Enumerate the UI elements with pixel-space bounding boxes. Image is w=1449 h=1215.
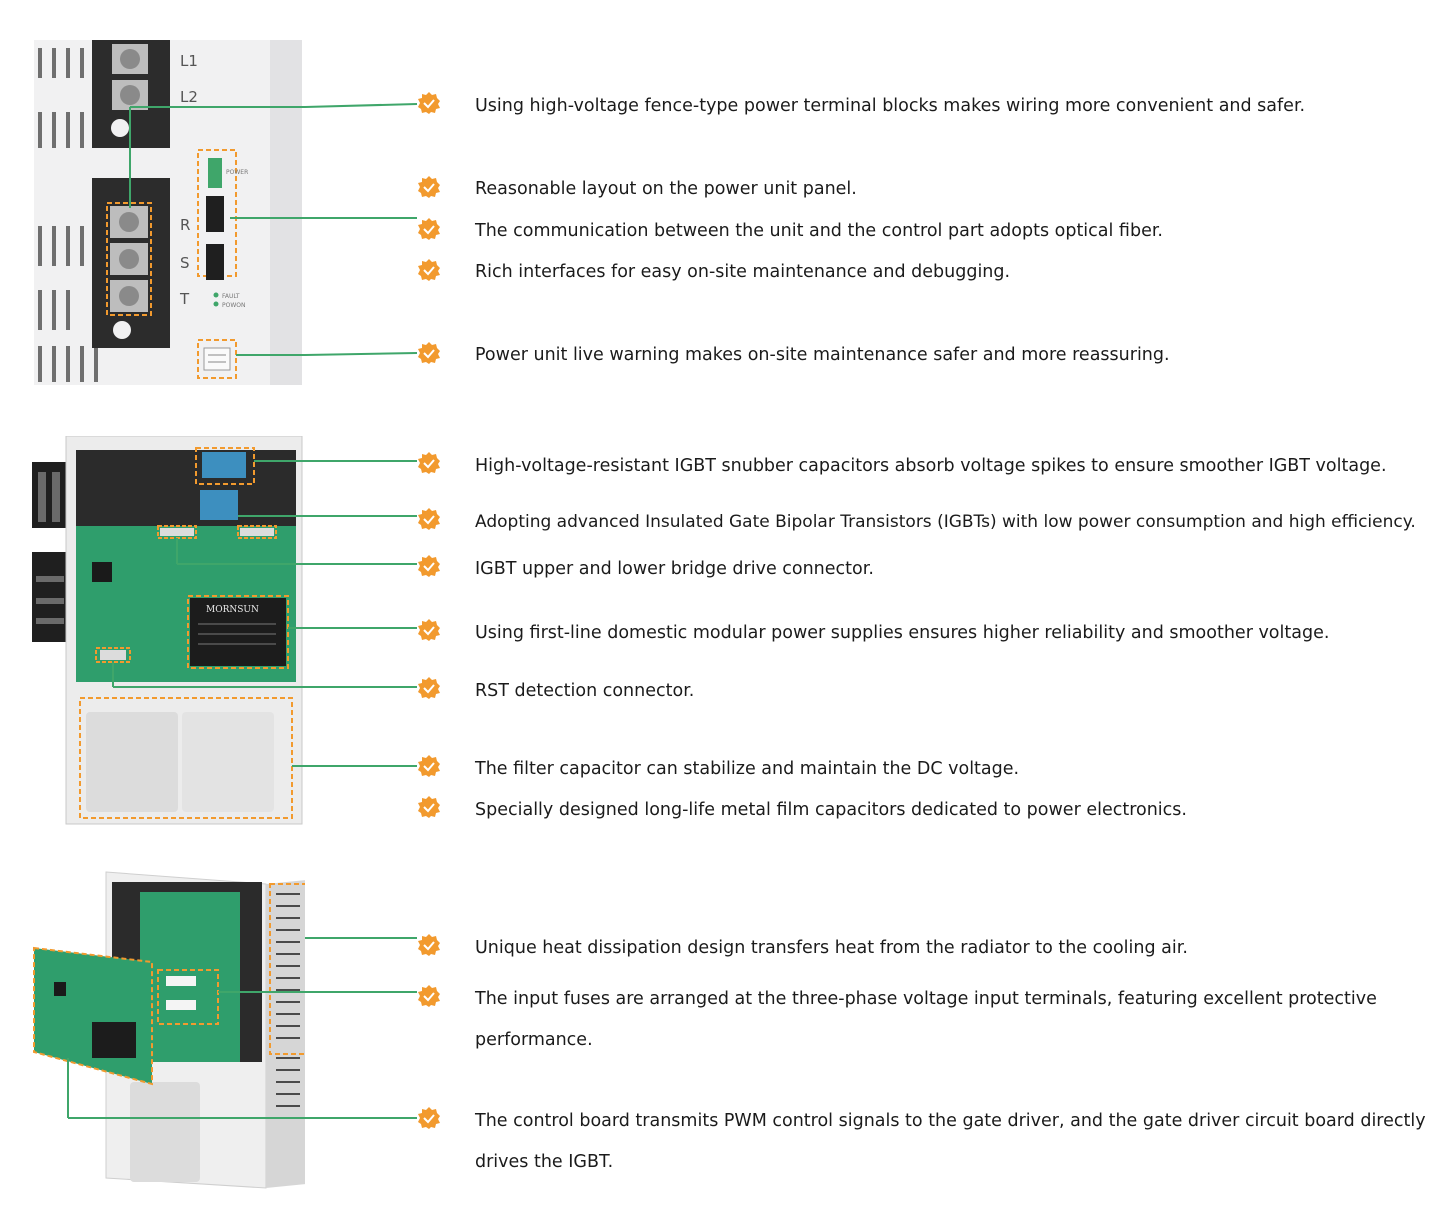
feature-text: Specially designed long-life metal film …	[475, 800, 1187, 820]
leader-lines	[305, 103, 418, 1119]
terminal-label-s: S	[180, 254, 190, 272]
feature-text: IGBT upper and lower bridge drive connec…	[475, 559, 874, 579]
powon-led-label: POWON	[222, 302, 245, 309]
checkmark-badge-icon	[418, 342, 440, 364]
checkmark-badge-icon	[418, 452, 440, 474]
feature-text: Reasonable layout on the power unit pane…	[475, 179, 857, 199]
fault-led-label: FAULT	[222, 293, 240, 300]
checkmark-badge-icon	[418, 934, 440, 956]
feature-text: Using high-voltage fence-type power term…	[475, 96, 1306, 116]
checkmark-badge-icon	[418, 218, 440, 240]
terminal-label-t: T	[179, 290, 190, 308]
feature-text: High-voltage-resistant IGBT snubber capa…	[475, 456, 1387, 476]
feature-text: Rich interfaces for easy on-site mainten…	[475, 262, 1011, 282]
mornsun-brand-label: MORNSUN	[206, 605, 259, 615]
feature-text: RST detection connector.	[475, 681, 695, 701]
feature-text: Unique heat dissipation design transfers…	[475, 938, 1188, 958]
terminal-label-l1: L1	[180, 52, 198, 70]
checkmark-badge-icon	[418, 555, 440, 577]
checkmark-badge-icon	[418, 92, 440, 114]
feature-text: The communication between the unit and t…	[475, 221, 1163, 241]
feature-text: The filter capacitor can stabilize and m…	[475, 759, 1020, 779]
feature-text: Adopting advanced Insulated Gate Bipolar…	[475, 512, 1416, 532]
interior-illustration: MORNSUN	[30, 436, 305, 831]
checkmark-badge-icon	[418, 508, 440, 530]
isometric-illustration	[30, 862, 305, 1192]
front-panel-illustration: L1 L2 R S T POWER FAULT POWON	[30, 40, 305, 388]
checkmark-badge-icon	[418, 677, 440, 699]
checkmark-badge-icon	[418, 755, 440, 777]
checkmark-badge-icon	[418, 259, 440, 281]
power-port-label: POWER	[226, 169, 248, 176]
feature-text: The control board transmits PWM control …	[475, 1111, 1426, 1172]
checkmark-badge-icon	[418, 796, 440, 818]
feature-text: Power unit live warning makes on-site ma…	[475, 345, 1170, 365]
checkmark-badge-icon	[418, 176, 440, 198]
checkmark-badge-icon	[418, 619, 440, 641]
feature-text: The input fuses are arranged at the thre…	[475, 989, 1377, 1050]
checkmark-badge-icon	[418, 1107, 440, 1129]
terminal-label-l2: L2	[180, 88, 198, 106]
feature-text: Using first-line domestic modular power …	[475, 623, 1330, 643]
checkmark-badge-icon	[418, 985, 440, 1007]
terminal-label-r: R	[180, 216, 190, 234]
